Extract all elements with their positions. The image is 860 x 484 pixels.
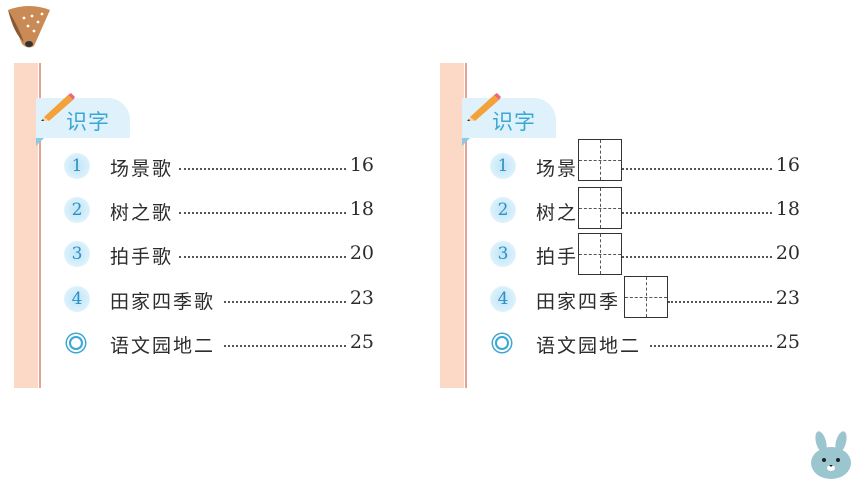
entry-title: 语文园地二 (536, 335, 642, 357)
entry-title: 场景 (536, 158, 579, 180)
toc-entry[interactable]: 1 场景 16 (490, 151, 800, 181)
entry-title: 田家四季歌 (110, 291, 216, 313)
entry-title: 拍手歌 (110, 246, 174, 268)
leader-dots (650, 345, 772, 347)
leader-dots (224, 345, 346, 347)
entry-page: 18 (775, 198, 800, 220)
section-title: 识字 (492, 110, 536, 134)
toc-entry[interactable]: 4 田家四季 23 (490, 284, 800, 314)
entry-title: 场景歌 (110, 158, 174, 180)
entry-page: 25 (349, 331, 374, 353)
entry-number: 3 (64, 241, 90, 267)
entry-page: 23 (775, 287, 800, 309)
entry-page: 20 (775, 242, 800, 264)
toc-entry[interactable]: 1 场景歌 16 (64, 151, 374, 181)
leader-dots (179, 212, 346, 214)
garden-marker-icon (495, 336, 509, 350)
pencil-icon (467, 93, 501, 121)
pencil-icon (41, 93, 75, 121)
section-tab-fold (36, 138, 44, 146)
toc-page-right: 识字 1 场景 16 2 树之 18 3 拍手 20 4 田家四季 23 语文园… (440, 63, 810, 388)
writing-grid[interactable] (578, 187, 622, 229)
garden-marker-icon (69, 336, 83, 350)
entry-page: 16 (775, 154, 800, 176)
entry-page: 16 (349, 154, 374, 176)
leader-dots (179, 256, 346, 258)
writing-grid[interactable] (624, 276, 668, 318)
toc-entry[interactable]: 3 拍手歌 20 (64, 239, 374, 269)
leader-dots (622, 212, 772, 214)
toc-entry[interactable]: 2 树之歌 18 (64, 195, 374, 225)
writing-grid[interactable] (578, 139, 622, 181)
entry-number: 1 (490, 153, 516, 179)
fox-icon (8, 6, 50, 48)
leader-dots (622, 256, 772, 258)
toc-entry[interactable]: 3 拍手 20 (490, 239, 800, 269)
toc-entry[interactable]: 语文园地二 25 (490, 328, 800, 358)
toc-entry[interactable]: 4 田家四季歌 23 (64, 284, 374, 314)
entry-number: 4 (490, 286, 516, 312)
page-margin-line (465, 63, 467, 388)
section-tab-fold (462, 138, 470, 146)
entry-page: 20 (349, 242, 374, 264)
toc-page-left: 识字 1 场景歌 16 2 树之歌 18 3 拍手歌 20 4 田家四季歌 23… (14, 63, 384, 388)
entry-title: 田家四季 (536, 291, 621, 313)
entry-title: 语文园地二 (110, 335, 216, 357)
leader-dots (622, 168, 772, 170)
entry-page: 23 (349, 287, 374, 309)
bunny-icon (811, 431, 851, 479)
toc-entry[interactable]: 语文园地二 25 (64, 328, 374, 358)
entry-number: 1 (64, 153, 90, 179)
entry-number: 2 (490, 197, 516, 223)
entry-number: 4 (64, 286, 90, 312)
entry-number: 2 (64, 197, 90, 223)
entry-page: 25 (775, 331, 800, 353)
entry-title: 拍手 (536, 246, 579, 268)
leader-dots (224, 301, 346, 303)
page-margin-strip (14, 63, 38, 388)
leader-dots (179, 168, 346, 170)
section-title: 识字 (66, 110, 110, 134)
page-margin-strip (440, 63, 464, 388)
entry-number: 3 (490, 241, 516, 267)
entry-title: 树之 (536, 202, 579, 224)
leader-dots (668, 301, 772, 303)
toc-entry[interactable]: 2 树之 18 (490, 195, 800, 225)
entry-title: 树之歌 (110, 202, 174, 224)
writing-grid[interactable] (578, 233, 622, 275)
page-margin-line (39, 63, 41, 388)
entry-page: 18 (349, 198, 374, 220)
